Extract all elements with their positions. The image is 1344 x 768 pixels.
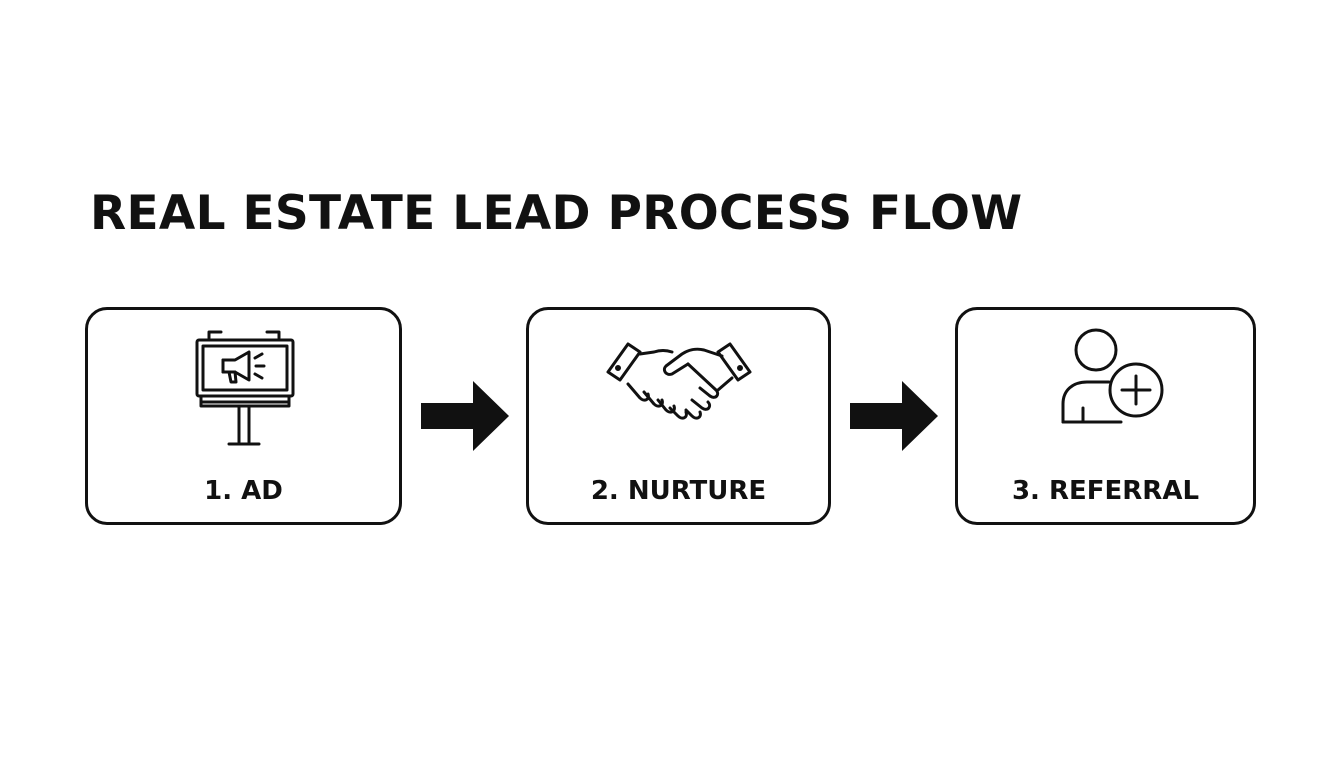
step-label: 2. NURTURE xyxy=(590,476,767,506)
arrow-right-icon xyxy=(421,381,509,451)
arrow-right-icon xyxy=(850,381,938,451)
step-nurture: 2. NURTURE xyxy=(526,307,831,525)
diagram-title: REAL ESTATE LEAD PROCESS FLOW xyxy=(90,186,1023,241)
billboard-megaphone-icon xyxy=(195,330,294,446)
add-user-icon xyxy=(1061,328,1163,424)
step-label: 1. AD xyxy=(204,476,283,506)
handshake-icon xyxy=(606,342,751,420)
step-ad: 1. AD xyxy=(85,307,402,525)
step-referral: 3. REFERRAL xyxy=(955,307,1256,525)
step-label: 3. REFERRAL xyxy=(1011,476,1200,506)
